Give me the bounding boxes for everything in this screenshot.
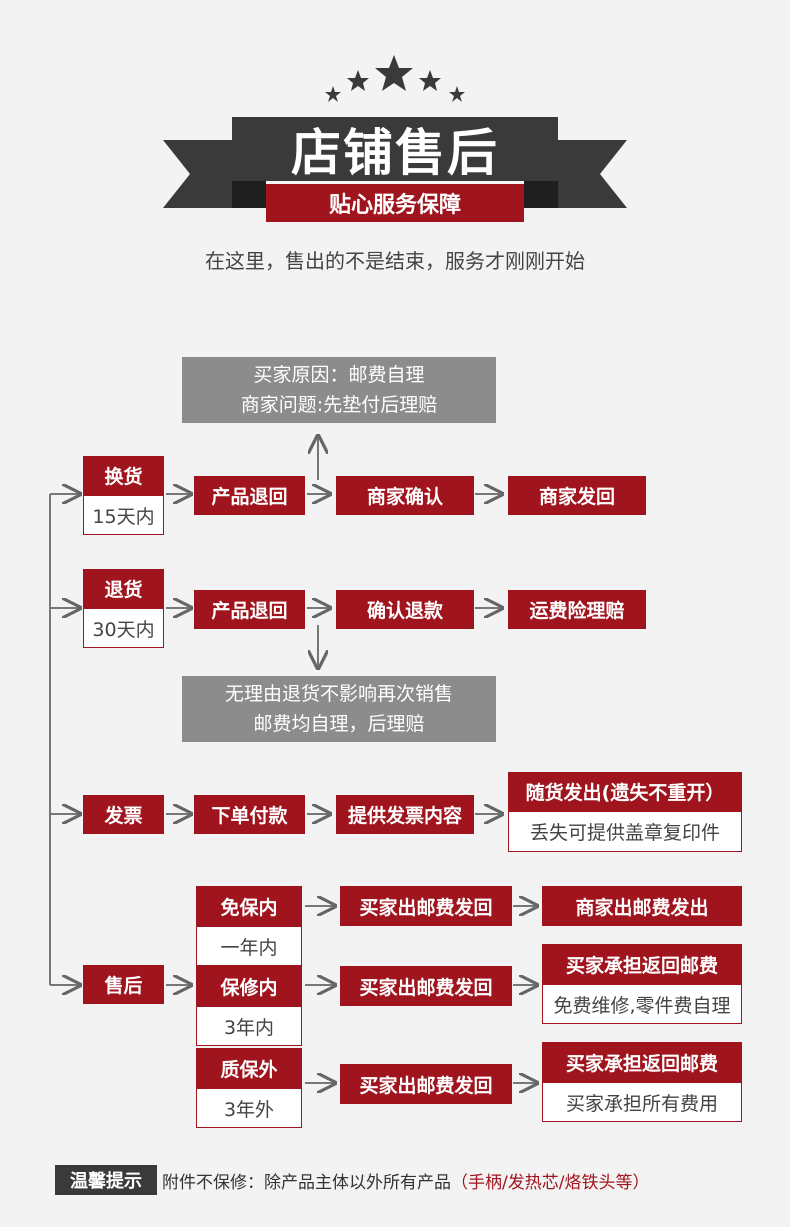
tier3-label: 质保外 [196, 1048, 302, 1088]
tier1-result-title: 商家出邮费发出 [542, 886, 742, 926]
star-icon [419, 70, 441, 91]
star-icons [325, 55, 465, 102]
tier3-result-sub: 买家承担所有费用 [542, 1082, 742, 1122]
invoice-result-title: 随货发出(遗失不重开） [508, 772, 742, 811]
exchange-label: 换货 [83, 456, 164, 495]
footer-text: 附件不保修：除产品主体以外所有产品 [162, 1173, 451, 1193]
tier1-period: 一年内 [196, 926, 302, 966]
footer-highlight: （手柄/发热芯/烙铁头等） [451, 1173, 650, 1193]
tier1-step: 买家出邮费发回 [340, 886, 512, 926]
return-note: 无理由退货不影响再次销售 邮费均自理，后理赔 [182, 676, 496, 742]
ribbon-right [558, 140, 627, 208]
tier3-step: 买家出邮费发回 [340, 1064, 512, 1104]
return-step2: 确认退款 [336, 590, 474, 629]
exchange-period: 15天内 [83, 495, 164, 535]
page-title: 店铺售后 [232, 117, 558, 182]
tier1-label: 免保内 [196, 886, 302, 926]
star-icon [375, 55, 413, 91]
invoice-step1: 下单付款 [194, 795, 305, 834]
invoice-result-sub: 丢失可提供盖章复印件 [508, 811, 742, 852]
exchange-note-line1: 买家原因：邮费自理 [253, 364, 425, 386]
return-note-line2: 邮费均自理，后理赔 [253, 713, 425, 735]
header-banner [163, 55, 627, 208]
return-step3: 运费险理赔 [508, 590, 646, 629]
invoice-step2: 提供发票内容 [336, 795, 474, 834]
tier3-period: 3年外 [196, 1088, 302, 1128]
exchange-step2: 商家确认 [336, 476, 474, 515]
tier2-label: 保修内 [196, 966, 302, 1006]
after-sale-label: 售后 [83, 965, 164, 1004]
star-icon [347, 70, 369, 91]
tier2-period: 3年内 [196, 1006, 302, 1046]
footer-tag: 温馨提示 [55, 1165, 157, 1195]
exchange-note-line2: 商家问题:先垫付后理赔 [240, 394, 438, 416]
exchange-step1: 产品退回 [194, 476, 305, 515]
tier2-result-title: 买家承担返回邮费 [542, 944, 742, 984]
star-icon [325, 86, 341, 102]
footer-note: 附件不保修：除产品主体以外所有产品（手柄/发热芯/烙铁头等） [162, 1168, 649, 1193]
return-note-line1: 无理由退货不影响再次销售 [224, 683, 453, 705]
tier2-step: 买家出邮费发回 [340, 966, 512, 1006]
return-period: 30天内 [83, 608, 164, 648]
return-step1: 产品退回 [194, 590, 305, 629]
return-label: 退货 [83, 569, 164, 608]
invoice-label: 发票 [83, 795, 164, 834]
exchange-note: 买家原因：邮费自理 商家问题:先垫付后理赔 [182, 357, 496, 423]
tagline: 在这里，售出的不是结束，服务才刚刚开始 [205, 249, 585, 273]
tier3-result-title: 买家承担返回邮费 [542, 1042, 742, 1082]
exchange-step3: 商家发回 [508, 476, 646, 515]
tier2-result-sub: 免费维修,零件费自理 [542, 984, 742, 1024]
star-icon [449, 86, 465, 102]
ribbon-left [163, 140, 232, 208]
page-subtitle: 贴心服务保障 [266, 184, 524, 222]
